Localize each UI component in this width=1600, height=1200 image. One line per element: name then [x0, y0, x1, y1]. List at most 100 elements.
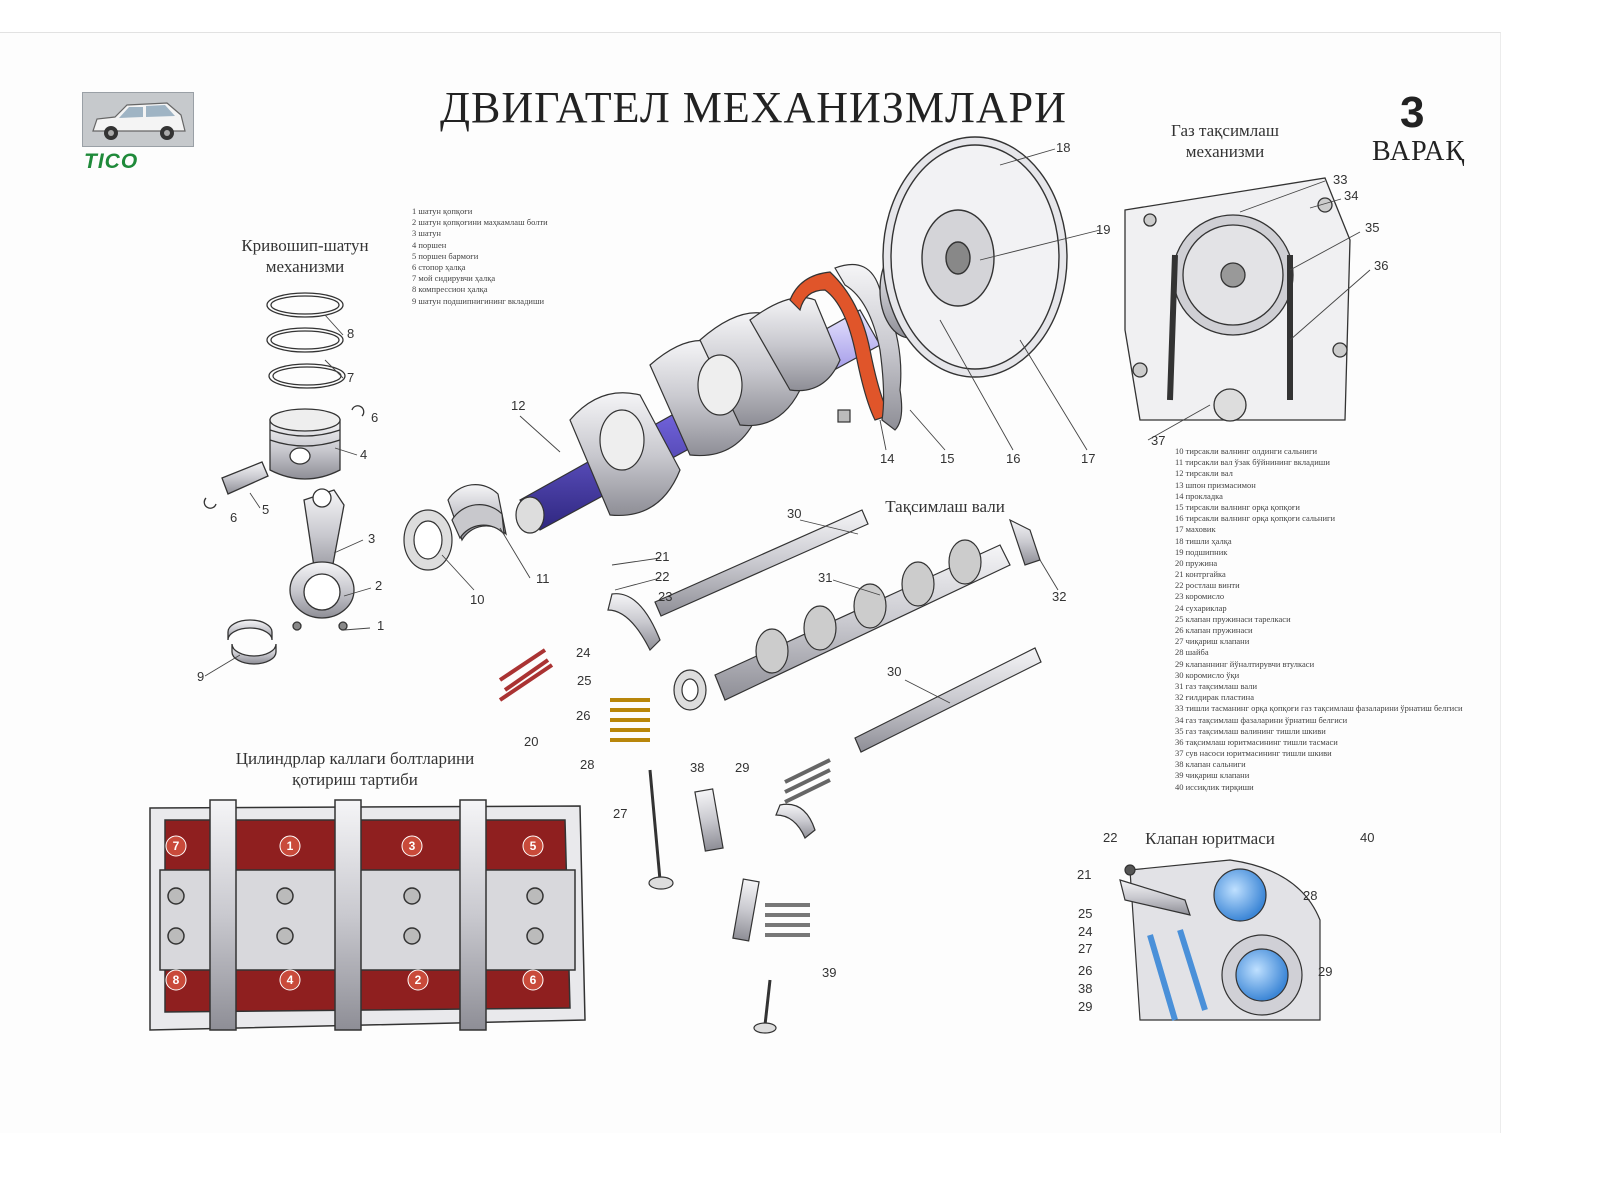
callout-28: 28: [580, 757, 594, 772]
legend-item: 29 клапаннинг йўналтирувчи втулкаси: [1175, 658, 1315, 669]
callout-5: 5: [262, 502, 269, 517]
legend-item: 25 клапан пружинаси тарелкаси: [1175, 613, 1291, 624]
callout-21: 21: [1077, 867, 1091, 882]
cylinder-head: [149, 799, 586, 1031]
car-icon: [92, 102, 186, 140]
callout-24: 24: [1078, 924, 1092, 939]
callout-38: 38: [1078, 981, 1092, 996]
callout-27: 27: [1078, 941, 1092, 956]
callout-37: 37: [1151, 433, 1165, 448]
car-logo-image: [82, 92, 194, 147]
callout-38: 38: [690, 760, 704, 775]
legend-item: 28 шайба: [1175, 647, 1209, 658]
callout-14: 14: [880, 451, 894, 466]
legend-item: 33 тишли тасманинг орқа қопқоғи газ тақс…: [1175, 703, 1463, 714]
callout-30b: 30: [887, 664, 901, 679]
callout-27: 27: [613, 806, 627, 821]
callout-34: 34: [1344, 188, 1358, 203]
legend-item: 37 сув насоси юритмасининг тишли шкиви: [1175, 748, 1332, 759]
legend-item: 2 шатун қопқоғини маҳкамлаш болти: [412, 217, 548, 228]
valve-drive-callouts: 22 21 25 24 27 26 38 29 28 29: [1077, 830, 1332, 1014]
callout-7: 7: [347, 370, 354, 385]
callout-10: 10: [470, 592, 484, 607]
callout-18: 18: [1056, 140, 1070, 155]
legend-item: 16 тирсакли валнинг орқа қопқоғи сальниг…: [1175, 513, 1336, 524]
callout-30: 30: [787, 506, 801, 521]
bolt-number: 3: [409, 839, 416, 853]
camshaft: [673, 539, 1011, 711]
callout-33: 33: [1333, 172, 1347, 187]
callout-29b: 29: [1318, 964, 1332, 979]
legend-item: 13 шпон призмасимон: [1175, 479, 1256, 490]
compression-ring: [266, 327, 344, 353]
crankshaft: [515, 296, 881, 534]
callout-26: 26: [1078, 963, 1092, 978]
callout-4: 4: [360, 447, 367, 462]
callout-39: 39: [822, 965, 836, 980]
oil-ring: [268, 363, 346, 389]
valve-drive-inset: [1119, 859, 1321, 1021]
legend-item: 6 стопор ҳалқа: [412, 261, 466, 272]
callout-12: 12: [511, 398, 525, 413]
legend-item: 1 шатун қопқоғи: [412, 206, 473, 216]
legend-item: 31 газ тақсимлаш вали: [1175, 680, 1258, 691]
leader-lines: [204, 148, 1371, 704]
section-title-timing: Газ тақсимлаш механизми: [1171, 121, 1279, 161]
legend-item: 39 чиқариш клапани: [1175, 770, 1250, 781]
section-title-bolt-order: Цилиндрлар каллаги болтларини қотириш та…: [235, 749, 475, 789]
callout-17: 17: [1081, 451, 1095, 466]
sheet-number: 3: [1400, 88, 1425, 137]
bolt-order-markers: 7 1 3 5 8 4 2 6: [165, 835, 544, 991]
bolt-number: 1: [287, 839, 294, 853]
page-title: ДВИГАТЕЛ МЕХАНИЗМЛАРИ: [440, 83, 1067, 132]
callout-2: 2: [375, 578, 382, 593]
legend-item: 27 чиқариш клапани: [1175, 636, 1250, 647]
legend-item: 26 клапан пружинаси: [1175, 625, 1253, 635]
legend-item: 3 шатун: [412, 228, 441, 239]
callout-35: 35: [1365, 220, 1379, 235]
legend-item: 19 подшипник: [1175, 546, 1228, 557]
callout-3: 3: [368, 531, 375, 546]
callout-26: 26: [576, 708, 590, 723]
legend-item: 10 тирсакли валнинг олдинги сальниги: [1175, 446, 1318, 456]
callout-6b: 6: [230, 510, 237, 525]
legend-item: 34 газ тақсимлаш фазаларини ўрнатиш белг…: [1175, 714, 1348, 725]
callout-24: 24: [576, 645, 590, 660]
brand-logo: TICO: [84, 150, 139, 173]
callout-40: 40: [1360, 830, 1374, 845]
section-title-valve-drive: Клапан юритмаси: [1145, 829, 1275, 848]
legend-item: 9 шатун подшипнигининг вкладиши: [412, 295, 545, 306]
legend-item: 11 тирсакли вал ўзак бўйнининг вкладиши: [1175, 457, 1330, 468]
callout-21: 21: [655, 549, 669, 564]
legend-item: 17 маховик: [1175, 524, 1216, 535]
callout-numbers: 1 2 3 4 5 6 6 7 8 9 10 11 12 14 15 16 17…: [197, 140, 1388, 980]
legend-item: 32 ғилдирак пластина: [1175, 692, 1254, 703]
callout-22: 22: [655, 569, 669, 584]
legend-item: 24 сухариклар: [1175, 602, 1227, 613]
callout-25: 25: [1078, 906, 1092, 921]
callout-23: 23: [658, 589, 672, 604]
bolt-number: 5: [530, 839, 537, 853]
legend-item: 21 контргайка: [1175, 569, 1226, 580]
legend-item: 7 мой сидирувчи ҳалқа: [412, 273, 496, 284]
callout-29: 29: [1078, 999, 1092, 1014]
bolt-number: 6: [530, 973, 537, 987]
legend-crank: 1 шатун қопқоғи 2 шатун қопқоғини маҳкам…: [412, 206, 548, 307]
callout-31: 31: [818, 570, 832, 585]
callout-32: 32: [1052, 589, 1066, 604]
callout-6: 6: [371, 410, 378, 425]
legend-item: 30 коромисло ўқи: [1175, 669, 1240, 680]
callout-22: 22: [1103, 830, 1117, 845]
legend-item: 40 иссиқлик тирқиши: [1175, 781, 1254, 792]
bolt-number: 8: [173, 973, 180, 987]
legend-timing: 10 тирсакли валнинг олдинги сальниги 11 …: [1175, 446, 1463, 793]
callout-36: 36: [1374, 258, 1388, 273]
callout-8: 8: [347, 326, 354, 341]
section-title-camshaft: Тақсимлаш вали: [885, 497, 1005, 516]
legend-item: 5 поршен бармоғи: [412, 250, 479, 261]
piston-assembly: [203, 292, 365, 665]
bolt-number: 2: [415, 973, 422, 987]
section-title-crank: Кривошип-шатун механизми: [241, 236, 369, 276]
timing-belt-drive: [1124, 177, 1351, 422]
